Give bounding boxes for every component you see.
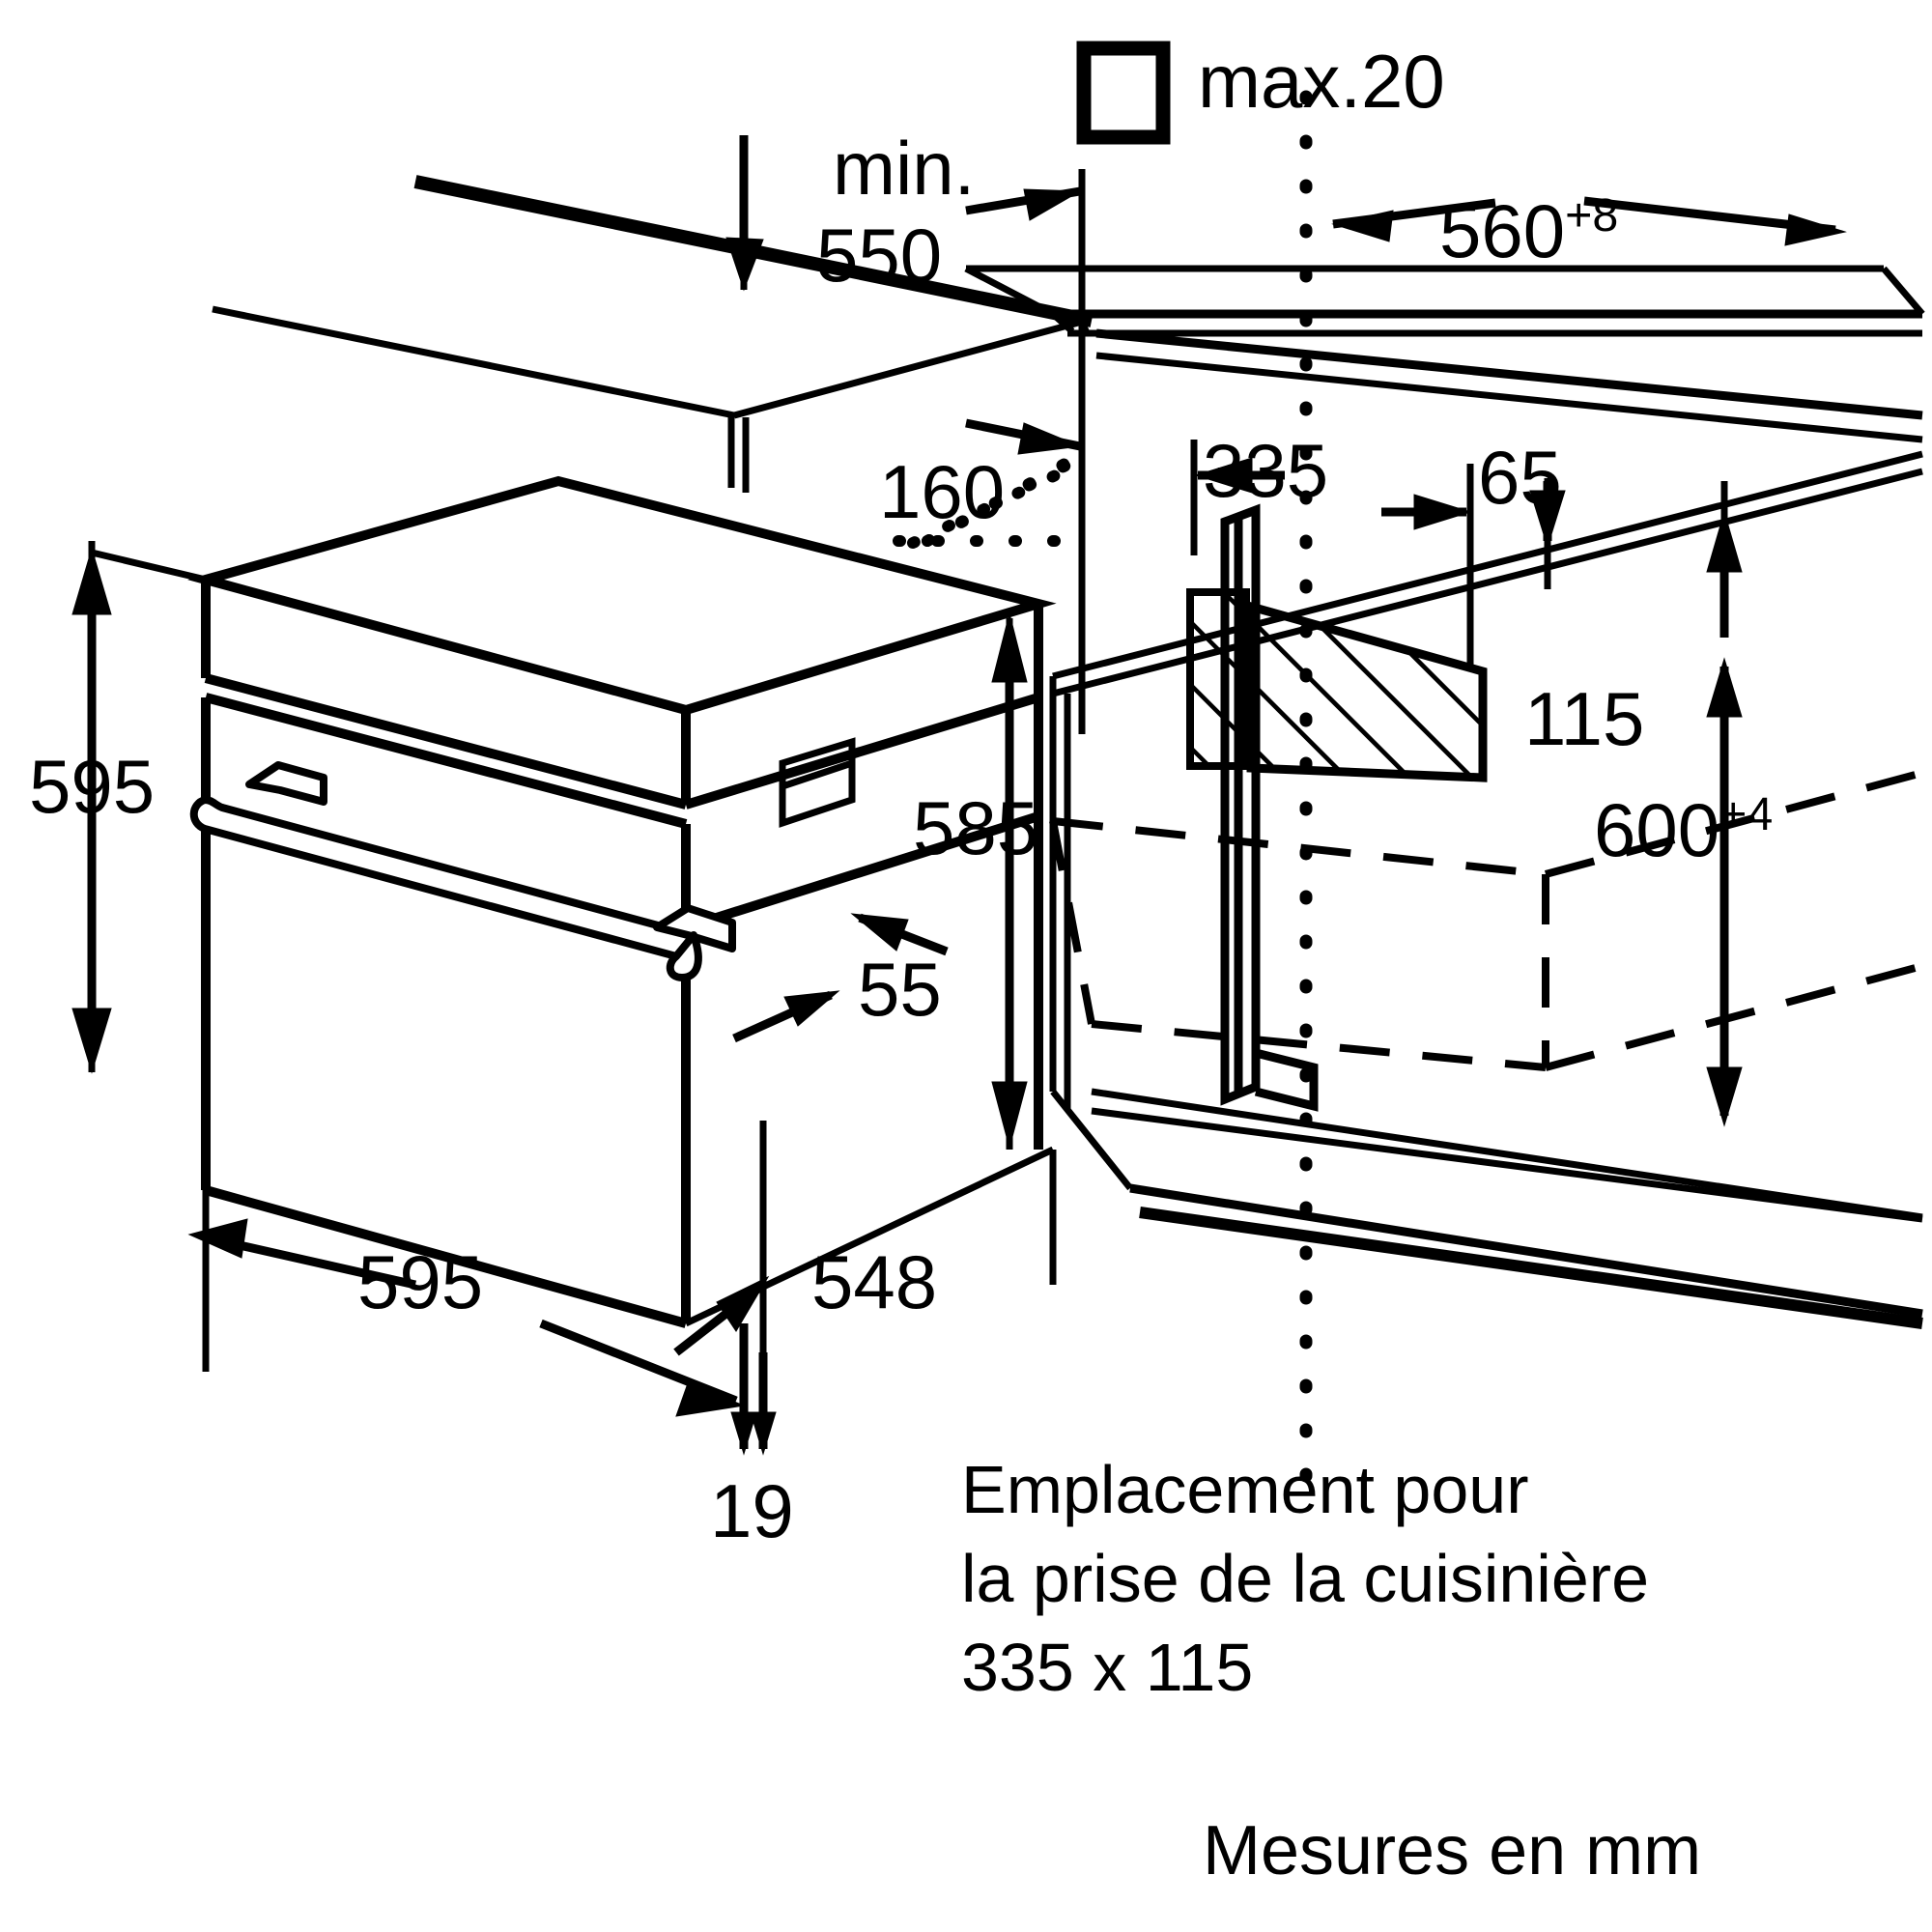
cabinet-side-panel-lines — [1052, 328, 1923, 1319]
oven-appliance — [187, 475, 1057, 1328]
socket-note-line3: 335 x 115 — [961, 1630, 1254, 1705]
dimension-560-tolerance: +8 — [1565, 189, 1619, 242]
dimension-label-560: 560+8 — [1439, 192, 1618, 269]
socket-hatch-area — [1186, 588, 1488, 782]
dimension-label-595-width: 595 — [357, 1239, 484, 1324]
dotted-160-leader — [907, 448, 1093, 549]
dimension-arrows — [71, 135, 1847, 1456]
dimension-600-value: 600 — [1594, 787, 1720, 872]
socket-note-line1: Emplacement pour — [961, 1452, 1529, 1527]
dimension-label-585: 585 — [913, 785, 1039, 870]
dimension-label-max-20: max.20 — [1198, 39, 1445, 124]
oven-handle — [189, 761, 736, 981]
socket-note-line2: la prise de la cuisinière — [961, 1541, 1650, 1616]
dimension-600-tolerance: +4 — [1719, 788, 1774, 840]
oven-side-vent — [779, 737, 856, 828]
dimension-label-160: 160 — [879, 449, 1006, 534]
dimension-label-600: 600+4 — [1594, 791, 1773, 867]
dimension-label-min-prefix: min. — [833, 126, 976, 211]
dimension-560-value: 560 — [1439, 188, 1566, 273]
measures-unit-note: Mesures en mm — [1203, 1812, 1702, 1889]
cabinet-back-panel — [1220, 503, 1319, 1112]
cabinet-niche — [964, 265, 1925, 337]
cabinet-shelf-plane — [1049, 676, 1133, 1191]
dimension-label-min-550: 550 — [816, 213, 943, 298]
square-outline-icon — [1076, 41, 1171, 145]
lower-floor-lines — [1091, 1107, 1923, 1329]
dimension-label-55: 55 — [858, 947, 942, 1032]
hidden-niche-outline — [1049, 769, 1924, 1071]
worktop-lines — [212, 175, 1094, 493]
dimension-label-65: 65 — [1478, 435, 1562, 520]
dimension-label-335: 335 — [1203, 428, 1329, 513]
dimension-label-115: 115 — [1524, 676, 1645, 761]
dimension-label-19: 19 — [710, 1468, 794, 1553]
dimension-label-595-height: 595 — [29, 744, 156, 829]
dimension-label-548: 548 — [811, 1239, 938, 1324]
